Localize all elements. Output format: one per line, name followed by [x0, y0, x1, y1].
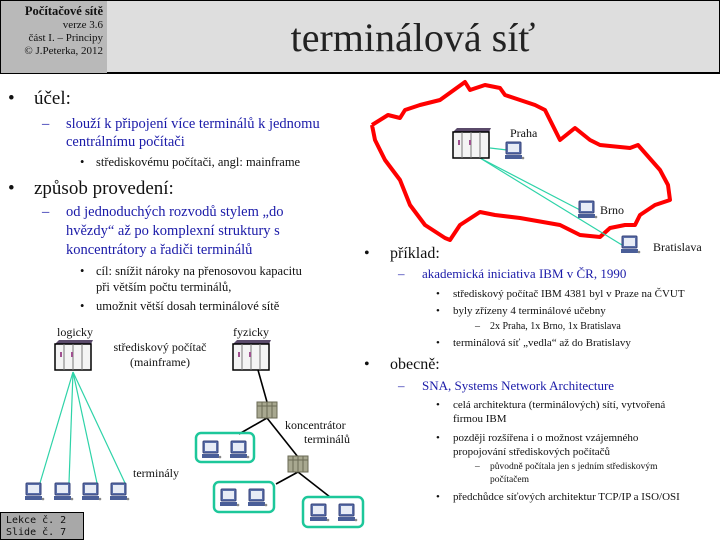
terminal-icon	[220, 488, 240, 507]
dash: –	[42, 204, 50, 220]
label-terminals: terminály	[133, 466, 179, 480]
concentrator-icon	[287, 455, 309, 473]
method-heading: způsob provedení:	[34, 178, 174, 199]
terminal-icon	[248, 488, 268, 507]
terminal-icon	[110, 482, 130, 501]
example-1: střediskový počítač IBM 4381 byl v Praze…	[453, 288, 685, 300]
sub-bullet: •	[436, 337, 440, 349]
dash: –	[398, 266, 405, 281]
example-2: byly zřízeny 4 terminálové učebny	[453, 305, 606, 317]
general-3: předchůdce síťových architektur TCP/IP a…	[453, 491, 680, 503]
connection-line	[489, 147, 508, 151]
dash: –	[42, 116, 50, 132]
terminal-icon	[578, 200, 598, 219]
connection-line	[72, 371, 126, 484]
label-bratislava: Bratislava	[653, 240, 702, 254]
connection-line	[266, 417, 299, 458]
connection-line	[297, 471, 331, 498]
terminal-icon	[621, 235, 641, 254]
general-1a: celá architektura (terminálových) sítí, …	[453, 399, 666, 411]
sub-bullet: •	[436, 491, 440, 503]
terminal-icon	[54, 482, 74, 501]
purpose-text-2: centrálnímu počítači	[66, 134, 185, 150]
bullet: •	[8, 88, 15, 109]
general-2b: propojování střediskových počítačů	[453, 446, 611, 458]
bullet: •	[364, 245, 370, 262]
mainframe-icon	[452, 128, 491, 159]
example-2a: 2x Praha, 1x Brno, 1x Bratislava	[490, 321, 621, 332]
mainframe-icon	[232, 340, 271, 371]
terminal-icon	[25, 482, 45, 501]
course-name: Počítačové sítě	[24, 4, 103, 18]
example-sub: akademická iniciativa IBM v ČR, 1990	[422, 266, 627, 281]
concentrator-icon	[256, 401, 278, 419]
goal-2: při větším počtu terminálů,	[96, 280, 232, 294]
sub-bullet: •	[80, 155, 85, 169]
bullet: •	[364, 356, 370, 373]
slide-info: Lekce č. 2 Slide č. 7	[0, 512, 84, 540]
terminal-icon	[310, 503, 330, 522]
sub-bullet: •	[80, 264, 85, 278]
label-praha: Praha	[510, 126, 538, 140]
connection-line	[257, 369, 268, 403]
connection-line	[238, 417, 268, 435]
goal-3: umožnit větší dosah terminálové sítě	[96, 299, 280, 313]
terminal-group-box	[194, 431, 256, 464]
page-title: terminálová síť	[107, 0, 720, 74]
part: část I. – Principy	[28, 32, 103, 44]
dash: –	[475, 321, 480, 332]
purpose-heading: účel:	[34, 88, 71, 109]
general-heading: obecně:	[390, 356, 440, 373]
lesson-number: Lekce č. 2	[6, 515, 67, 526]
example-heading: příklad:	[390, 245, 440, 262]
terminal-icon	[338, 503, 358, 522]
connection-line	[39, 371, 74, 484]
mainframe-icon	[54, 340, 93, 371]
label-logical: logicky	[57, 325, 93, 339]
terminal-icon	[505, 141, 525, 160]
sub-bullet: •	[436, 305, 440, 317]
example-3: terminálová síť „vedla“ až do Bratislavy	[453, 337, 631, 349]
connection-line	[68, 371, 74, 484]
method-text-1: od jednoduchých rozvodů stylem „do	[66, 204, 284, 220]
terminal-icon	[82, 482, 102, 501]
method-text-3: koncentrátory a řadiči terminálů	[66, 242, 253, 258]
connection-line	[479, 157, 581, 211]
copyright: © J.Peterka, 2012	[24, 45, 103, 57]
course-info: Počítačové sítě verze 3.6 část I. – Prin…	[0, 0, 108, 74]
connection-line	[275, 471, 299, 485]
general-2a: později rozšířena i o možnost vzájemného	[453, 432, 639, 444]
label-brno: Brno	[600, 203, 624, 217]
label-concentrator-2: terminálů	[304, 432, 350, 446]
sub-bullet: •	[436, 399, 440, 411]
version: verze 3.6	[62, 19, 103, 31]
links	[39, 147, 623, 498]
label-physical: fyzicky	[233, 325, 269, 339]
purpose-detail: střediskovému počítači, angl: mainframe	[96, 155, 301, 169]
sub-bullet: •	[436, 288, 440, 300]
purpose-text-1: slouží k připojení více terminálů k jedn…	[66, 116, 320, 132]
method-text-2: hvězdy“ až po komplexní struktury s	[66, 223, 280, 239]
connection-line	[479, 157, 623, 246]
general-2c1: původně počítala jen s jedním střediskov…	[490, 462, 658, 472]
sub-bullet: •	[436, 432, 440, 444]
general-1b: firmou IBM	[453, 413, 507, 425]
czech-map-outline	[370, 80, 672, 242]
terminal-icon	[230, 440, 250, 459]
terminal-group-box	[301, 495, 365, 529]
label-mainframe: střediskový počítač	[114, 340, 207, 354]
sub-bullet: •	[80, 299, 85, 313]
dash: –	[475, 462, 480, 472]
bullet: •	[8, 178, 15, 199]
general-sub: SNA, Systems Network Architecture	[422, 378, 615, 393]
label-mainframe-en: (mainframe)	[130, 355, 190, 369]
label-concentrator: koncentrátor	[285, 418, 346, 432]
goal-1: cíl: snížit nároky na přenosovou kapacit…	[96, 264, 302, 278]
general-2c2: počítačem	[490, 475, 530, 485]
terminal-group-box	[212, 480, 276, 514]
dash: –	[398, 378, 405, 393]
connection-line	[72, 371, 98, 484]
terminal-icon	[202, 440, 222, 459]
slide-number: Slide č. 7	[6, 527, 67, 538]
